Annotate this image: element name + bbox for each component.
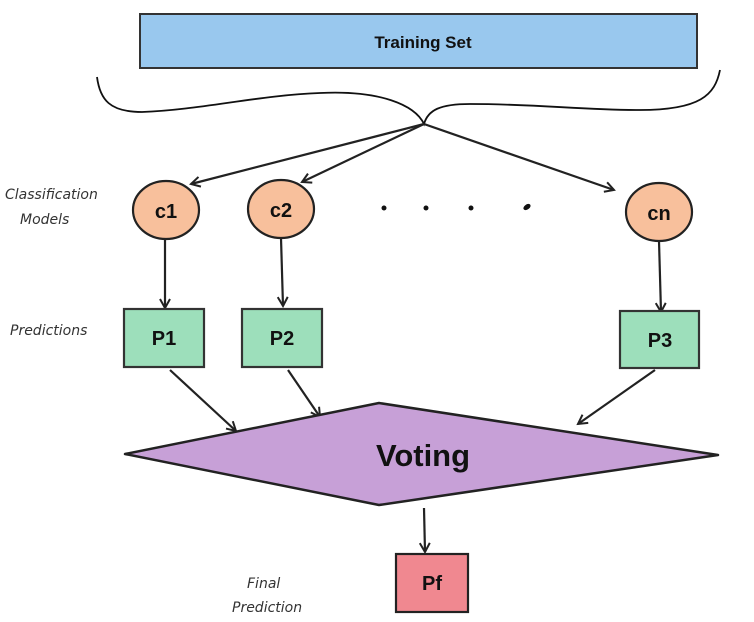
prediction-node-p2[interactable]: P2 xyxy=(240,307,324,369)
prediction-node-p1[interactable]: P1 xyxy=(122,307,206,369)
classification-models-label-line1: Classification xyxy=(5,187,98,203)
voting-diamond xyxy=(123,401,720,507)
arrow-p3-to-voting xyxy=(578,369,656,424)
arrow-p2-to-voting xyxy=(287,369,320,417)
training-set-box xyxy=(139,13,698,69)
prediction-label: P1 xyxy=(152,328,176,350)
ellipsis-dot xyxy=(468,205,474,211)
final-prediction-value: Pf xyxy=(422,573,442,595)
curly-brace xyxy=(96,69,721,127)
model-node-c2[interactable]: c2 xyxy=(246,178,316,240)
ellipsis-dot xyxy=(381,205,387,211)
prediction-box xyxy=(122,307,206,369)
arrow-to-c2 xyxy=(302,123,425,182)
prediction-box xyxy=(240,307,324,369)
arrow-p1-to-voting xyxy=(169,369,236,431)
prediction-label: P2 xyxy=(270,328,294,350)
model-label: cn xyxy=(647,203,670,225)
classification-models-label-line2: Models xyxy=(20,212,69,228)
voting-label: Voting xyxy=(376,438,470,473)
model-node-c1[interactable]: c1 xyxy=(131,179,201,241)
model-label: c1 xyxy=(155,201,177,223)
voting-node[interactable]: Voting xyxy=(123,401,720,507)
ellipsis-dot xyxy=(523,203,531,211)
model-node-cn[interactable]: cn xyxy=(624,181,694,243)
prediction-node-p3[interactable]: P3 xyxy=(618,309,701,370)
training-set-label: Training Set xyxy=(374,33,472,52)
prediction-label: P3 xyxy=(648,330,672,352)
arrow-c2-to-p2 xyxy=(281,237,283,306)
arrow-voting-to-final xyxy=(424,507,425,552)
ellipsis-dots xyxy=(381,203,531,211)
final-prediction-box xyxy=(394,552,470,614)
ellipsis-dot xyxy=(423,205,429,211)
model-label: c2 xyxy=(270,200,292,222)
final-prediction-node[interactable]: Pf xyxy=(394,552,470,614)
prediction-box xyxy=(618,309,701,370)
predictions-label: Predictions xyxy=(10,323,87,339)
final-prediction-label-line1: Final xyxy=(247,576,280,592)
arrow-to-cn xyxy=(423,122,614,190)
arrow-cn-to-p3 xyxy=(659,240,661,312)
final-prediction-label-line2: Prediction xyxy=(232,600,302,616)
arrow-to-c1 xyxy=(191,122,425,184)
training-set-node[interactable]: Training Set xyxy=(139,13,698,69)
